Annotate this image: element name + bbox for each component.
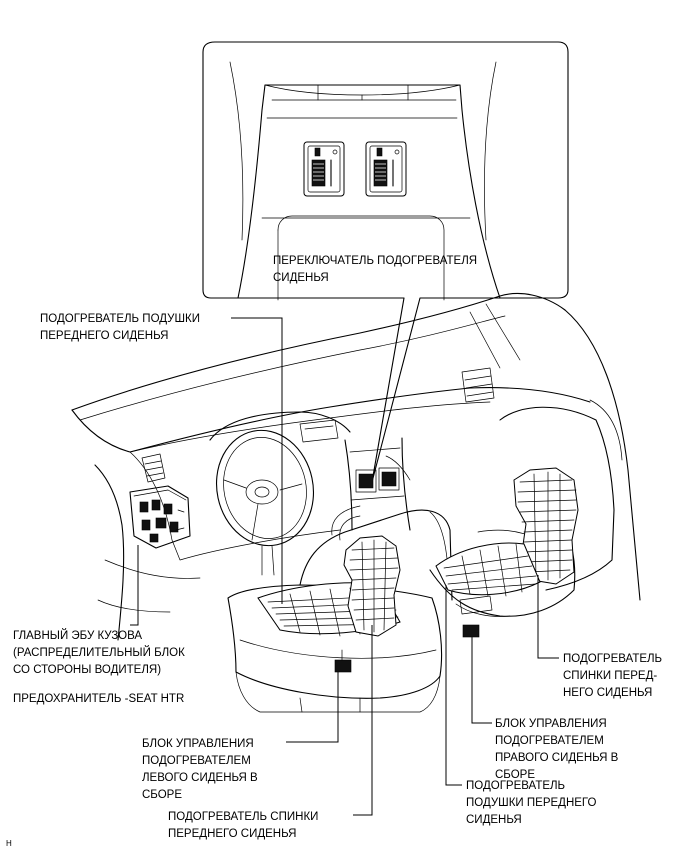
cushion-bottom-label-line1: ПОДОГРЕВАТЕЛЬ [466,780,565,792]
right-control-label-line4: СБОРЕ [495,769,535,781]
fuse-label: ПРЕДОХРАНИТЕЛЬ -SEAT HTR [13,693,184,705]
right-control-label-line3: ПРАВОГО СИДЕНЬЯ В [495,752,619,764]
main-body-ecu [129,485,191,549]
cushion-top-label-line2: ПЕРЕДНЕГО СИДЕНЬЯ [40,330,168,342]
right-control-label-line2: ПОДОГРЕВАТЕЛЕМ [495,735,604,747]
figure-code: H [6,839,12,848]
right-front-seat [429,406,615,638]
cushion-bottom-label-line3: СИДЕНЬЯ [466,814,522,826]
switch-label-line2: СИДЕНЬЯ [273,272,329,284]
ecu-label-line1: ГЛАВНЫЙ ЭБУ КУЗОВА [13,629,142,642]
cushion-bottom-label-line2: ПОДУШКИ ПЕРЕДНЕГО [466,797,597,809]
ecu-label-line2: (РАСПРЕДЕЛИТЕЛЬНЫЙ БЛОК [13,646,185,659]
ecu-label-line3: СО СТОРОНЫ ВОДИТЕЛЯ) [13,664,161,676]
left-control-label-line4: СБОРЕ [142,789,182,801]
leader-lines [130,317,559,816]
cushion-top-label-line1: ПОДОГРЕВАТЕЛЬ ПОДУШКИ [40,313,200,325]
back-right-label-line3: НЕГО СИДЕНЬЯ [563,687,652,699]
left-seat-heater-switch [303,141,345,197]
back-right-label-line1: ПОДОГРЕВАТЕЛЬ [563,653,662,665]
right-seat-heater-switch [365,141,407,197]
left-front-seat [227,505,453,713]
switch-label-line1: ПЕРЕКЛЮЧАТЕЛЬ ПОДОГРЕВАТЕЛЯ [273,255,477,267]
back-bottom-label-line1: ПОДОГРЕВАТЕЛЬ СПИНКИ [168,811,318,823]
right-control-label-line1: БЛОК УПРАВЛЕНИЯ [495,718,607,730]
switch-inset [202,41,569,483]
steering-wheel [215,429,315,576]
callout-labels: ПЕРЕКЛЮЧАТЕЛЬ ПОДОГРЕВАТЕЛЯ СИДЕНЬЯ ПОДО… [6,255,662,848]
back-bottom-label-line2: ПЕРЕДНЕГО СИДЕНЬЯ [168,828,296,840]
left-control-label-line2: ПОДОГРЕВАТЕЛЕМ [142,755,251,767]
back-right-label-line2: СПИНКИ ПЕРЕД- [563,670,657,682]
left-control-label-line1: БЛОК УПРАВЛЕНИЯ [142,738,254,750]
left-control-label-line3: ЛЕВОГО СИДЕНЬЯ В [142,772,258,784]
car-interior-illustration [71,293,641,713]
